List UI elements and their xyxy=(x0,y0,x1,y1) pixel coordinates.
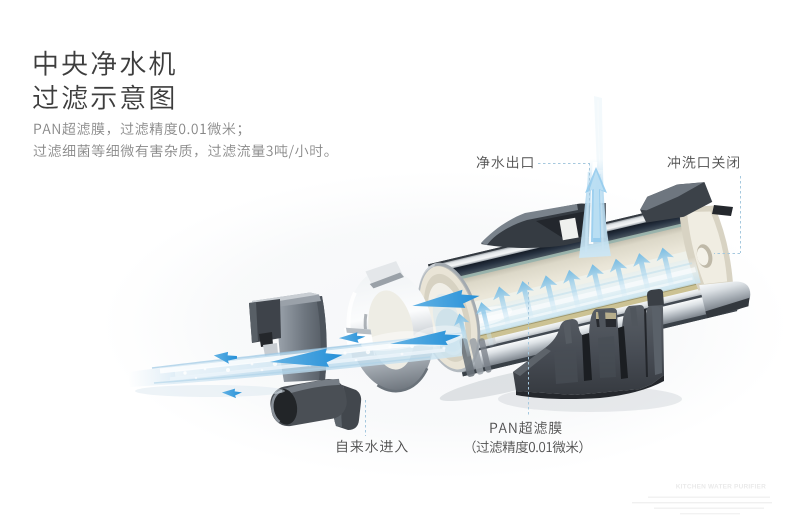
svg-text:KITCHEN WATER PURIFIER: KITCHEN WATER PURIFIER xyxy=(676,484,766,491)
